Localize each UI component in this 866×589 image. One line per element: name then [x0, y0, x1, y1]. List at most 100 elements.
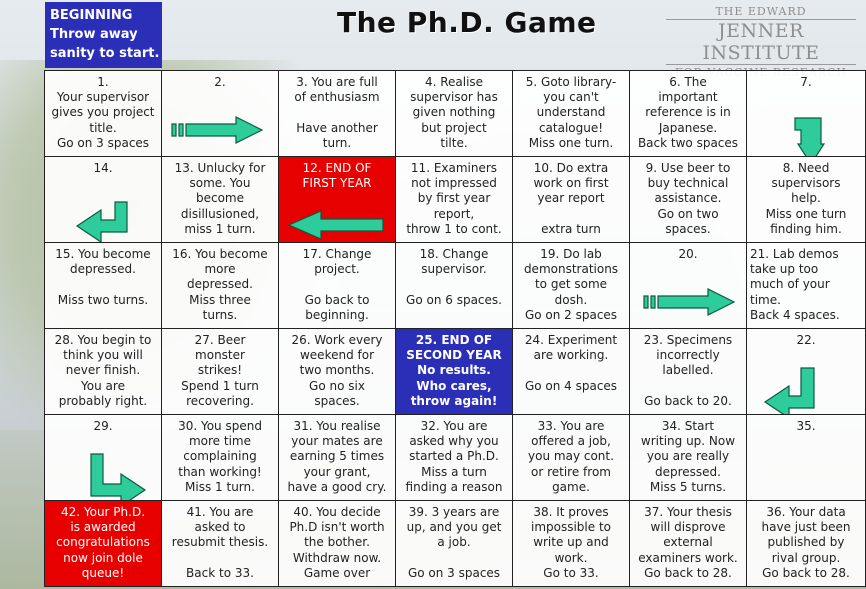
- square-28[interactable]: 28. You begin to think you will never fi…: [45, 329, 162, 415]
- square-30[interactable]: 30. You spend more time complaining than…: [162, 415, 279, 501]
- square-3-text: 3. You are full of enthusiasm Have anoth…: [294, 75, 380, 150]
- square-37-text: 37. Your thesis will disprove external e…: [638, 505, 738, 580]
- square-23-text: 23. Specimens incorrectly labelled. Go b…: [643, 333, 733, 408]
- square-14-text: 14.: [93, 161, 113, 175]
- logo-line-2: JENNER INSTITUTE: [666, 19, 856, 65]
- square-27[interactable]: 27. Beer monster strikes! Spend 1 turn r…: [162, 329, 279, 415]
- logo-line-1: THE EDWARD: [715, 5, 807, 18]
- square-4[interactable]: 4. Realise supervisor has given nothing …: [396, 71, 513, 157]
- arrow-left-icon: [285, 195, 385, 242]
- square-38-text: 38. It proves impossible to write up and…: [530, 505, 611, 580]
- square-7-text: 7.: [800, 75, 812, 89]
- square-1[interactable]: 1. Your supervisor gives you project tit…: [45, 71, 162, 157]
- square-25-text: 25. END OF SECOND YEAR No results. Who c…: [406, 333, 502, 408]
- square-15-text: 15. You become depressed. Miss two turns…: [55, 247, 151, 307]
- square-38[interactable]: 38. It proves impossible to write up and…: [513, 501, 630, 587]
- institute-logo: THE EDWARD JENNER INSTITUTE FOR VACCINE …: [666, 6, 856, 79]
- square-8[interactable]: 8. Need supervisors help. Miss one turn …: [747, 157, 866, 243]
- square-5[interactable]: 5. Goto library- you can't understand ca…: [513, 71, 630, 157]
- square-40[interactable]: 40. You decide Ph.D isn't worth the both…: [279, 501, 396, 587]
- square-29[interactable]: 29.: [45, 415, 162, 501]
- arrow-down-left-icon: [73, 185, 129, 242]
- square-18-text: 18. Change supervisor. Go on 6 spaces.: [406, 247, 502, 307]
- square-22[interactable]: 22.: [747, 329, 866, 415]
- square-24[interactable]: 24. Experiment are working. Go on 4 spac…: [513, 329, 630, 415]
- square-12[interactable]: 12. END OF FIRST YEAR: [279, 157, 396, 243]
- square-5-text: 5. Goto library- you can't understand ca…: [525, 75, 617, 150]
- square-2-text: 2.: [214, 75, 226, 89]
- square-21-text: 21. Lab demos take up too much of your t…: [750, 247, 840, 322]
- square-31[interactable]: 31. You realise your mates are earning 5…: [279, 415, 396, 501]
- start-line-2: Throw away: [50, 27, 138, 42]
- square-28-text: 28. You begin to think you will never fi…: [54, 333, 152, 408]
- square-19[interactable]: 19. Do lab demonstrations to get some do…: [513, 243, 630, 329]
- square-42[interactable]: 42. Your Ph.D. is awarded congratulation…: [45, 501, 162, 587]
- square-22-text: 22.: [796, 333, 816, 347]
- square-7[interactable]: 7.: [747, 71, 866, 157]
- square-14[interactable]: 14.: [45, 157, 162, 243]
- square-17[interactable]: 17. Change project. Go back to beginning…: [279, 243, 396, 329]
- square-41[interactable]: 41. You are asked to resubmit thesis. Ba…: [162, 501, 279, 587]
- square-16-text: 16. You become more depressed. Miss thre…: [172, 247, 268, 322]
- square-20[interactable]: 20.: [630, 243, 747, 329]
- square-27-text: 27. Beer monster strikes! Spend 1 turn r…: [181, 333, 259, 408]
- square-29-text: 29.: [93, 419, 113, 433]
- arrow-right-icon: [170, 101, 266, 156]
- square-26[interactable]: 26. Work every weekend for two months. G…: [279, 329, 396, 415]
- square-15[interactable]: 15. You become depressed. Miss two turns…: [45, 243, 162, 329]
- square-35[interactable]: 35.: [747, 415, 866, 501]
- square-41-text: 41. You are asked to resubmit thesis. Ba…: [171, 505, 269, 580]
- square-26-text: 26. Work every weekend for two months. G…: [291, 333, 383, 408]
- square-6[interactable]: 6. The important reference is in Japanes…: [630, 71, 747, 157]
- arrow-right-icon: [642, 273, 738, 328]
- square-6-text: 6. The important reference is in Japanes…: [637, 75, 739, 150]
- square-32-text: 32. You are asked why you started a Ph.D…: [405, 419, 503, 494]
- square-20-text: 20.: [678, 247, 698, 261]
- square-35-text: 35.: [796, 419, 816, 433]
- square-8-text: 8. Need supervisors help. Miss one turn …: [765, 161, 847, 236]
- square-3[interactable]: 3. You are full of enthusiasm Have anoth…: [279, 71, 396, 157]
- square-34-text: 34. Start writing up. Now you are really…: [640, 419, 736, 494]
- square-24-text: 24. Experiment are working. Go on 4 spac…: [524, 333, 618, 393]
- square-19-text: 19. Do lab demonstrations to get some do…: [523, 247, 619, 322]
- start-line-3: sanity to start.: [50, 46, 160, 61]
- square-33[interactable]: 33. You are offered a job, you may cont.…: [513, 415, 630, 501]
- square-18[interactable]: 18. Change supervisor. Go on 6 spaces.: [396, 243, 513, 329]
- square-9-text: 9. Use beer to buy technical assistance.…: [645, 161, 731, 236]
- arrow-down-right-icon: [89, 437, 149, 500]
- square-10[interactable]: 10. Do extra work on first year report e…: [513, 157, 630, 243]
- square-16[interactable]: 16. You become more depressed. Miss thre…: [162, 243, 279, 329]
- game-title: The Ph.D. Game: [337, 6, 597, 39]
- square-12-text: 12. END OF FIRST YEAR: [302, 161, 372, 191]
- square-30-text: 30. You spend more time complaining than…: [178, 419, 262, 494]
- square-11[interactable]: 11. Examiners not impressed by first yea…: [396, 157, 513, 243]
- square-33-text: 33. You are offered a job, you may cont.…: [528, 419, 614, 494]
- square-10-text: 10. Do extra work on first year report e…: [533, 161, 609, 236]
- square-23[interactable]: 23. Specimens incorrectly labelled. Go b…: [630, 329, 747, 415]
- square-42-text: 42. Your Ph.D. is awarded congratulation…: [56, 505, 150, 580]
- square-2[interactable]: 2.: [162, 71, 279, 157]
- square-39-text: 39. 3 years are up, and you get a job. G…: [406, 505, 502, 580]
- game-board: 1. Your supervisor gives you project tit…: [44, 70, 866, 587]
- square-1-text: 1. Your supervisor gives you project tit…: [51, 75, 155, 150]
- square-11-text: 11. Examiners not impressed by first yea…: [406, 161, 502, 236]
- square-13[interactable]: 13. Unlucky for some. You become disillu…: [162, 157, 279, 243]
- square-31-text: 31. You realise your mates are earning 5…: [287, 419, 387, 494]
- square-37[interactable]: 37. Your thesis will disprove external e…: [630, 501, 747, 587]
- square-39[interactable]: 39. 3 years are up, and you get a job. G…: [396, 501, 513, 587]
- arrow-down-left-icon: [761, 351, 817, 414]
- arrow-down-turn-icon: [793, 101, 825, 156]
- square-9[interactable]: 9. Use beer to buy technical assistance.…: [630, 157, 747, 243]
- square-25[interactable]: 25. END OF SECOND YEAR No results. Who c…: [396, 329, 513, 415]
- square-36-text: 36. Your data have just been published b…: [761, 505, 851, 580]
- square-4-text: 4. Realise supervisor has given nothing …: [410, 75, 498, 150]
- square-36[interactable]: 36. Your data have just been published b…: [747, 501, 866, 587]
- square-13-text: 13. Unlucky for some. You become disillu…: [174, 161, 266, 236]
- start-box: BEGINNING Throw away sanity to start.: [45, 2, 162, 68]
- start-line-1: BEGINNING: [50, 8, 133, 23]
- square-32[interactable]: 32. You are asked why you started a Ph.D…: [396, 415, 513, 501]
- square-17-text: 17. Change project. Go back to beginning…: [302, 247, 372, 322]
- square-21[interactable]: 21. Lab demos take up too much of your t…: [747, 243, 866, 329]
- square-34[interactable]: 34. Start writing up. Now you are really…: [630, 415, 747, 501]
- square-40-text: 40. You decide Ph.D isn't worth the both…: [289, 505, 385, 580]
